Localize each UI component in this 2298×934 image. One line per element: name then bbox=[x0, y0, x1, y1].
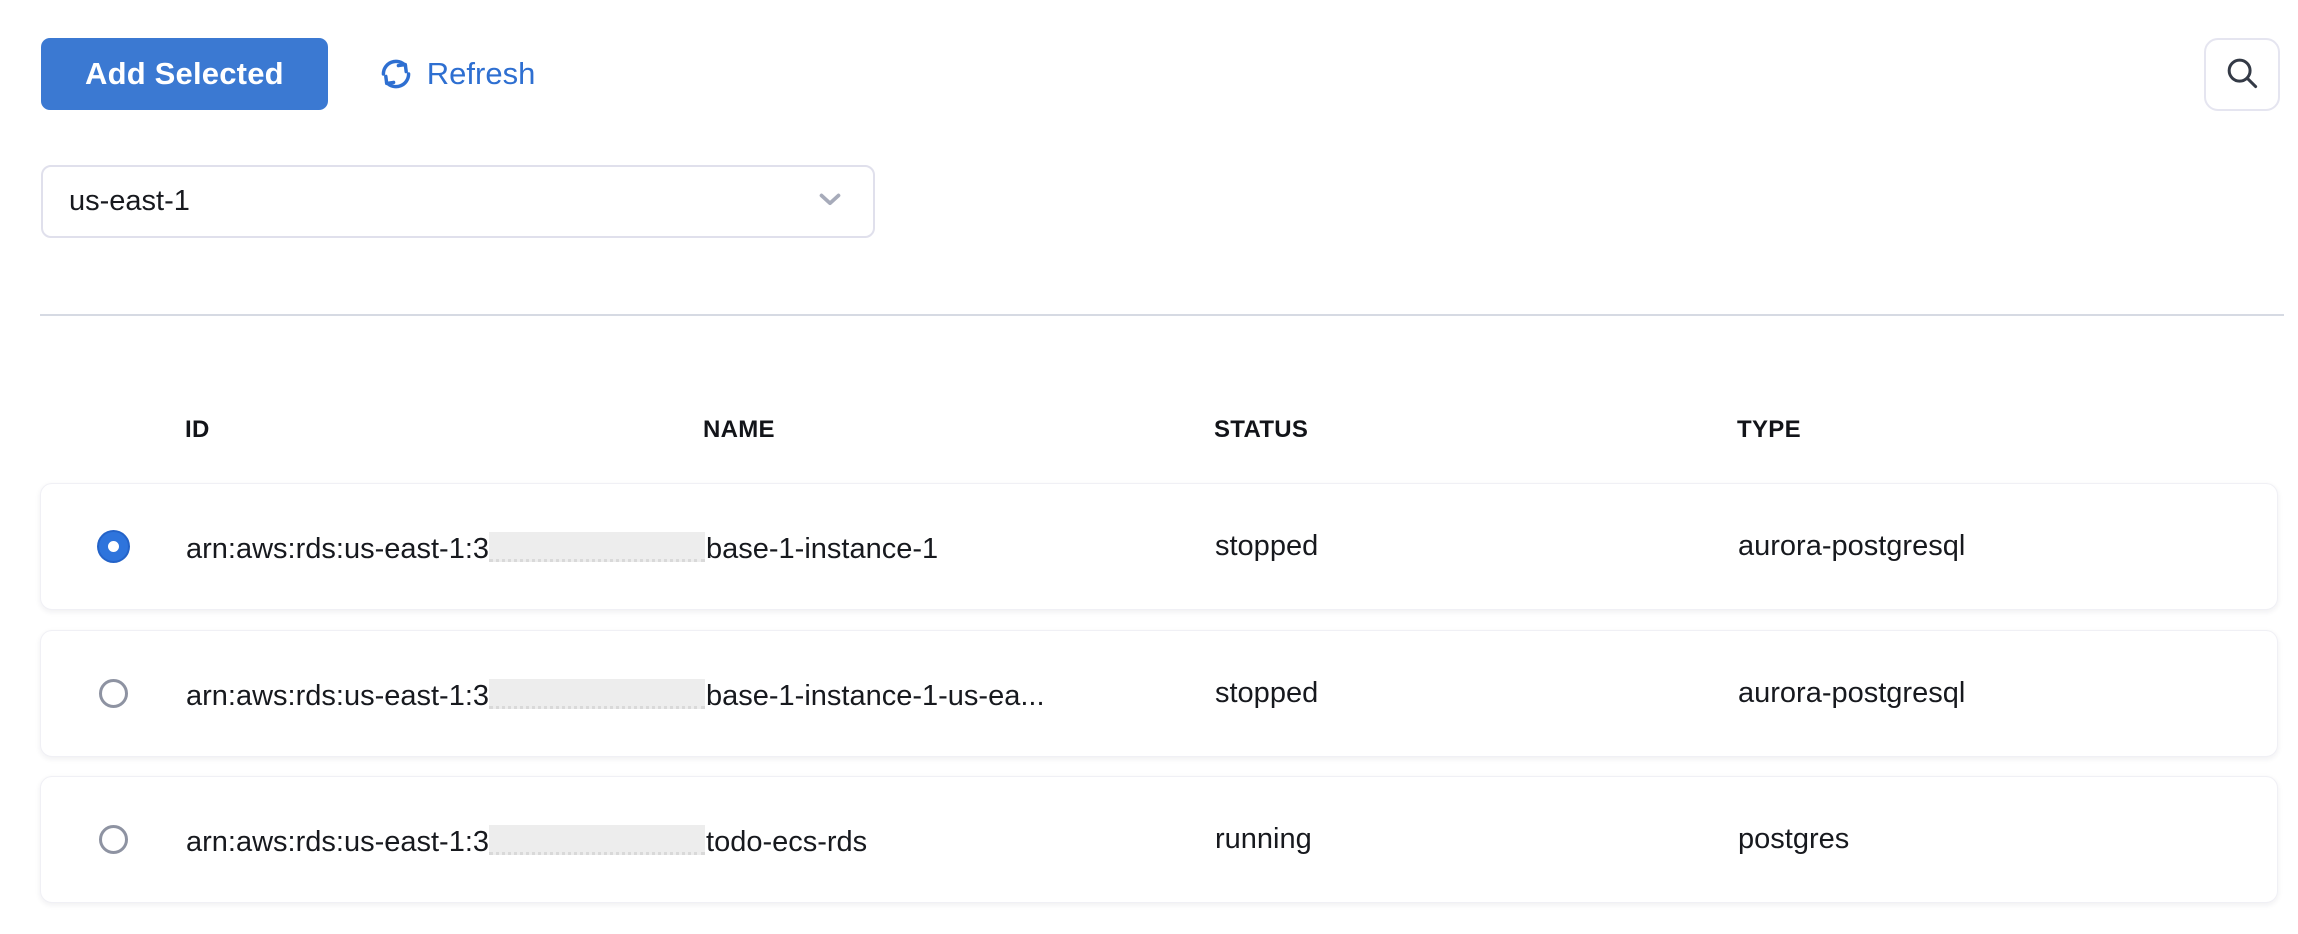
radio-cell bbox=[41, 532, 186, 561]
refresh-icon bbox=[378, 56, 414, 92]
id-prefix: arn:aws:rds:us-east-1:3 bbox=[186, 826, 489, 858]
chevron-down-icon bbox=[813, 182, 847, 221]
name-suffix: todo-ecs-rds bbox=[706, 826, 867, 858]
refresh-button[interactable]: Refresh bbox=[378, 56, 536, 92]
table-row[interactable]: arn:aws:rds:us-east-1:3 todo-ecs-rds runn… bbox=[40, 776, 2278, 903]
column-header-type: TYPE bbox=[1737, 416, 2278, 444]
search-icon bbox=[2223, 54, 2261, 95]
instance-id: arn:aws:rds:us-east-1:3 todo-ecs-rds bbox=[186, 821, 1215, 859]
radio-unselected[interactable] bbox=[99, 679, 128, 708]
radio-cell bbox=[41, 825, 186, 854]
instance-id: arn:aws:rds:us-east-1:3 base-1-instance-1… bbox=[186, 675, 1215, 713]
toolbar: Add Selected Refresh bbox=[41, 38, 535, 110]
table-row[interactable]: arn:aws:rds:us-east-1:3 base-1-instance-1… bbox=[40, 483, 2278, 610]
column-header-name: NAME bbox=[703, 416, 1214, 444]
redacted-account-id bbox=[489, 532, 705, 562]
refresh-label: Refresh bbox=[427, 56, 536, 92]
radio-unselected[interactable] bbox=[99, 825, 128, 854]
add-selected-button[interactable]: Add Selected bbox=[41, 38, 328, 110]
section-divider bbox=[40, 314, 2284, 316]
search-button[interactable] bbox=[2204, 38, 2280, 111]
radio-selected[interactable] bbox=[99, 532, 128, 561]
table-header-row: ID NAME STATUS TYPE bbox=[40, 408, 2278, 452]
name-suffix: base-1-instance-1-us-ea... bbox=[706, 680, 1045, 712]
name-suffix: base-1-instance-1 bbox=[706, 533, 938, 565]
instance-type: postgres bbox=[1738, 823, 2277, 856]
table-row[interactable]: arn:aws:rds:us-east-1:3 base-1-instance-1… bbox=[40, 630, 2278, 757]
instance-type: aurora-postgresql bbox=[1738, 677, 2277, 710]
instance-type: aurora-postgresql bbox=[1738, 530, 2277, 563]
instance-id: arn:aws:rds:us-east-1:3 base-1-instance-1 bbox=[186, 528, 1215, 566]
redacted-account-id bbox=[489, 679, 705, 709]
radio-cell bbox=[41, 679, 186, 708]
instance-status: stopped bbox=[1215, 677, 1738, 710]
region-select-value: us-east-1 bbox=[69, 185, 813, 218]
redacted-account-id bbox=[489, 825, 705, 855]
instance-status: stopped bbox=[1215, 530, 1738, 563]
column-header-id: ID bbox=[185, 416, 703, 444]
id-prefix: arn:aws:rds:us-east-1:3 bbox=[186, 680, 489, 712]
region-select[interactable]: us-east-1 bbox=[41, 165, 875, 238]
instance-status: running bbox=[1215, 823, 1738, 856]
id-prefix: arn:aws:rds:us-east-1:3 bbox=[186, 533, 489, 565]
column-header-status: STATUS bbox=[1214, 416, 1737, 444]
